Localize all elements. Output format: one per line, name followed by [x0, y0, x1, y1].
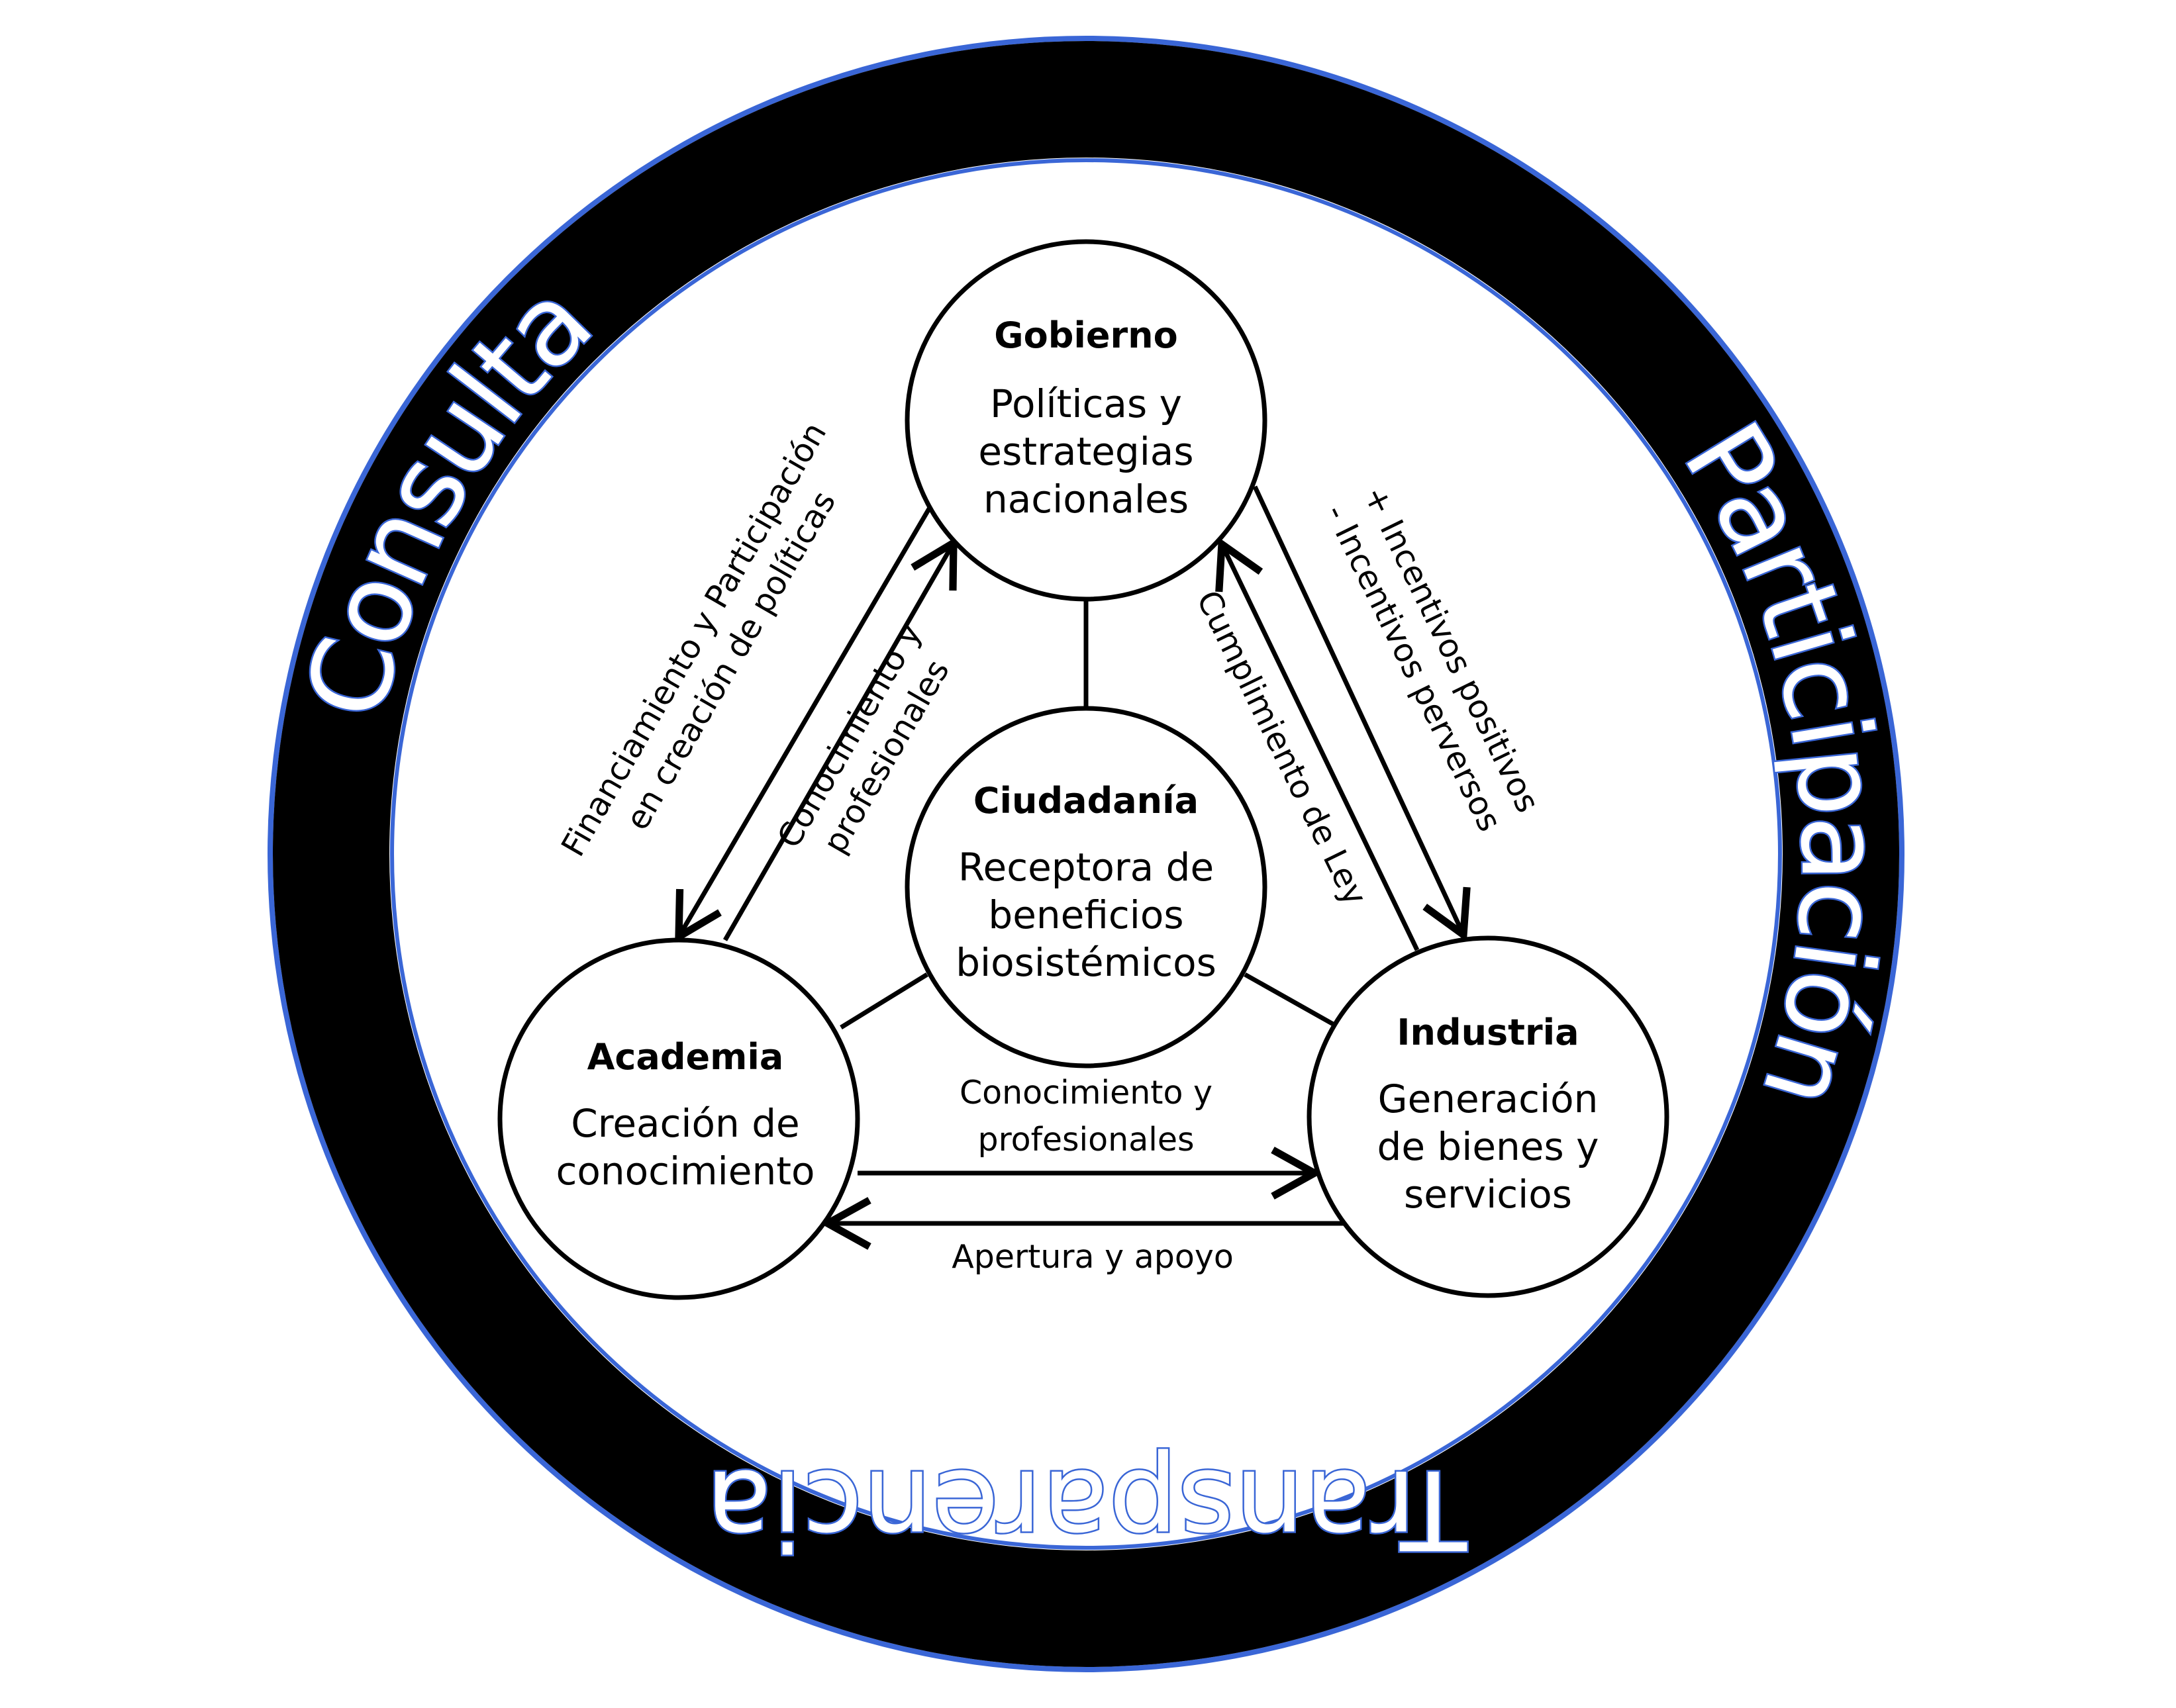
connector-ciudadania-industria	[1244, 972, 1336, 1027]
ring-label-participacion: Participación	[1659, 402, 1904, 1122]
academia-line1: Creación de	[571, 1101, 799, 1146]
ring-label-participacion-path: Participación	[1657, 400, 1905, 1123]
node-ciudadania: Ciudadanía Receptora de beneficios biosi…	[905, 706, 1267, 1068]
connector-ciudadania-academia	[840, 973, 928, 1029]
ring-label-transparencia: Transparencia	[705, 1446, 1467, 1573]
arrow-gobierno-to-academia	[675, 505, 933, 943]
ciudadania-connectors	[840, 599, 1336, 1029]
label-acad-to-ind: Conocimiento y profesionales	[960, 1074, 1212, 1159]
industria-title: Industria	[1397, 1012, 1579, 1053]
gobierno-line1: Políticas y	[990, 381, 1182, 426]
industria-line2: de bienes y	[1377, 1124, 1599, 1169]
gobierno-line2: estrategias	[978, 429, 1193, 474]
label-ind-to-acad-line1: Apertura y apoyo	[952, 1238, 1234, 1276]
outer-ring	[268, 36, 1904, 1672]
label-gob-to-acad-line1: Financiamiento y Participación	[554, 416, 834, 863]
ring-label-consulta-path: Consulta	[280, 256, 618, 732]
arrow-academia-to-gobierno	[722, 536, 958, 941]
academia-line2: conocimiento	[556, 1149, 815, 1194]
gobierno-line3: nacionales	[983, 477, 1189, 522]
arrow-industria-to-gobierno	[1215, 537, 1420, 951]
academia-title: Academia	[587, 1036, 784, 1078]
ciudadania-line1: Receptora de	[958, 845, 1214, 890]
ciudadania-line3: biosistémicos	[956, 940, 1216, 985]
node-gobierno: Gobierno Políticas y estrategias naciona…	[905, 239, 1267, 602]
ring-label-consulta: Consulta	[282, 258, 617, 730]
ciudadania-line2: beneficios	[988, 892, 1183, 937]
gobierno-title: Gobierno	[994, 314, 1177, 356]
node-academia: Academia Creación de conocimiento	[497, 937, 860, 1300]
label-acad-to-ind-line1: Conocimiento y	[960, 1074, 1212, 1112]
label-gob-to-ind: + Incentivos positivos - Incentivos perv…	[1318, 480, 1547, 837]
node-industria: Industria Generación de bienes y servici…	[1307, 935, 1669, 1298]
industria-line1: Generación	[1378, 1076, 1599, 1121]
flow-arrows	[675, 485, 1471, 1250]
arrow-gobierno-to-industria	[1252, 485, 1471, 942]
label-acad-to-ind-line2: profesionales	[977, 1121, 1194, 1159]
industria-line3: servicios	[1404, 1172, 1572, 1217]
ciudadania-title: Ciudadanía	[973, 780, 1199, 822]
label-ind-to-acad: Apertura y apoyo	[952, 1238, 1234, 1276]
